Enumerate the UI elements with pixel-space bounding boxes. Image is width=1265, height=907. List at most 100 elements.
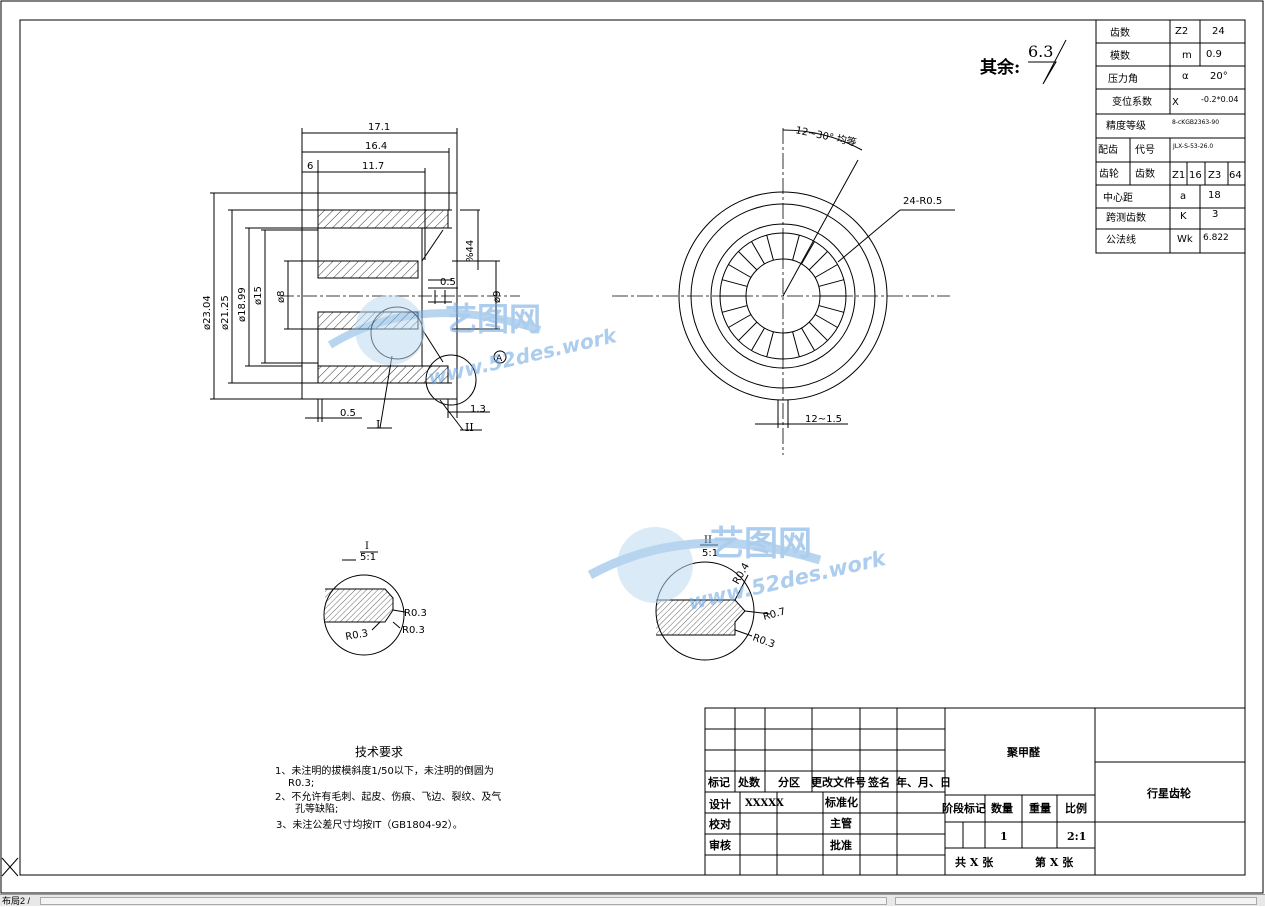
mesh-z1: Z1 — [1172, 170, 1185, 181]
dim-12-15: 12~1.5 — [805, 414, 842, 425]
param-label-4: 精度等级 — [1106, 119, 1146, 132]
tb-scale-v: 2:1 — [1067, 830, 1086, 843]
param-label-6: 齿轮 — [1099, 167, 1119, 180]
gear-spokes — [720, 233, 846, 359]
tb-h-doc: 更改文件号 — [811, 775, 866, 789]
tech-line-1b: R0.3; — [288, 778, 314, 789]
detail-I-r1: R0.3 — [404, 608, 427, 619]
section-dim-labels: 17.1 16.4 6 11.7 ø23.04 ø21.25 ø18.99 ø1… — [202, 122, 503, 434]
param-label-1: 模数 — [1110, 49, 1130, 62]
param-sym-2: α — [1182, 71, 1189, 82]
gear-spoke — [814, 314, 838, 328]
title-block — [704, 707, 1246, 876]
gear-spoke — [751, 241, 765, 265]
param-label-8: 跨测齿数 — [1106, 211, 1146, 224]
param-sym-0: Z2 — [1175, 26, 1188, 37]
tb-audit: 审核 — [709, 838, 731, 852]
param-label-3: 变位系数 — [1112, 95, 1152, 108]
dim-od: ø23.04 — [202, 295, 213, 330]
dim-05-bottom: 0.5 — [340, 408, 356, 419]
gear-spoke — [808, 321, 828, 341]
tb-h-zone: 分区 — [778, 775, 800, 789]
tb-std: 标准化 — [824, 795, 858, 809]
param-sym-9: Wk — [1177, 234, 1193, 245]
tech-line-2: 2、不允许有毛刺、起皮、伤痕、飞边、裂纹、及气 — [275, 790, 501, 803]
tech-line-2b: 孔等缺陷; — [295, 802, 338, 815]
dim-6: 6 — [307, 161, 313, 172]
dim-8: ø8 — [276, 291, 287, 303]
label-I: I — [376, 418, 380, 431]
dim-1-3: 1.3 — [470, 404, 486, 415]
gear-spoke — [814, 264, 838, 278]
tb-approve: 批准 — [830, 838, 852, 852]
detail-I-r3: R0.3 — [345, 628, 369, 643]
dim-15: ø15 — [253, 286, 264, 305]
param-val-0: 24 — [1212, 26, 1225, 37]
inner-frame — [19, 19, 1246, 876]
horizontal-scrollbar-2[interactable] — [895, 897, 1257, 905]
param-label-5: 配齿 — [1098, 144, 1118, 156]
front-dim-labels: 12~30° 均等 24-R0.5 12~1.5 — [794, 123, 942, 425]
layout-tab[interactable]: 布局2 / — [2, 896, 31, 906]
status-bar: 布局2 / — [0, 894, 1265, 906]
tech-title: 技术要求 — [355, 745, 403, 759]
dim-16-4: 16.4 — [365, 141, 387, 152]
detail-view-II — [655, 544, 771, 661]
tb-h-mark: 标记 — [707, 775, 730, 789]
param-val-9: 6.822 — [1203, 233, 1229, 243]
gear-spoke — [728, 314, 752, 328]
gear-spoke — [738, 251, 758, 271]
param-val-1: 0.9 — [1206, 49, 1222, 60]
tb-designer: XXXXX — [745, 798, 784, 809]
param-val-8: 3 — [1212, 209, 1218, 220]
gear-spoke — [818, 305, 844, 313]
gear-spoke — [801, 241, 815, 265]
param-val-2: 20° — [1210, 71, 1228, 82]
mesh-z1-val: 16 — [1189, 170, 1202, 181]
detail-II-r2: R0.3 — [751, 632, 776, 650]
param-label-0: 齿数 — [1110, 26, 1130, 39]
surface-value: 6.3 — [1028, 42, 1053, 61]
param-sym-8: K — [1180, 211, 1187, 222]
tb-qty: 数量 — [991, 801, 1013, 815]
mesh-z3-val: 64 — [1229, 170, 1242, 181]
param-sym-5: 代号 — [1135, 144, 1155, 156]
horizontal-scrollbar[interactable] — [40, 897, 887, 905]
gear-spoke — [766, 331, 774, 357]
tb-check: 校对 — [709, 817, 731, 831]
param-val-7: 18 — [1208, 190, 1221, 201]
tb-sheets-total: 共 X 张 — [955, 855, 994, 869]
gear-spoke — [808, 251, 828, 271]
detail-II-scale: 5:1 — [702, 548, 718, 559]
gear-spoke — [738, 321, 758, 341]
param-sym-3: X — [1172, 97, 1179, 108]
label-A: A — [496, 354, 503, 364]
dim-05-top: 0.5 — [440, 277, 456, 288]
param-label-2: 压力角 — [1108, 72, 1138, 85]
param-label-9: 公法线 — [1106, 233, 1136, 246]
dim-inner: %44 — [465, 240, 476, 262]
tb-chief: 主管 — [830, 816, 852, 830]
param-sym-6: 齿数 — [1135, 167, 1155, 180]
title-block-text: 聚甲醛 行星齿轮 标记 处数 分区 更改文件号 签名 年、月、日 设计 XXXX… — [707, 745, 1191, 869]
param-val-5: JLX-S-53-26.0 — [1172, 143, 1213, 150]
technical-requirements: 技术要求 1、未注明的拔模斜度1/50以下，未注明的倒圆为 R0.3; 2、不允… — [275, 745, 501, 831]
dim-17-1: 17.1 — [368, 122, 390, 133]
tb-h-date: 年、月、日 — [896, 775, 951, 789]
label-II: II — [465, 421, 474, 434]
gear-spoke — [792, 331, 800, 357]
gear-parameter-table: 齿数 Z2 24 模数 m 0.9 压力角 α 20° 变位系数 X -0.2*… — [1095, 19, 1246, 254]
section-view — [210, 128, 520, 431]
dim-9: ø9 — [492, 291, 503, 303]
gear-spoke — [801, 327, 815, 351]
tb-design: 设计 — [709, 797, 731, 811]
tb-stage: 阶段标记 — [942, 801, 986, 815]
gear-spoke — [722, 279, 748, 287]
front-view — [612, 128, 955, 455]
tb-scale-h: 比例 — [1065, 801, 1087, 815]
gear-spoke — [722, 305, 748, 313]
detail-II-r1: R0.7 — [762, 606, 787, 623]
dim-11-7: 11.7 — [362, 161, 384, 172]
